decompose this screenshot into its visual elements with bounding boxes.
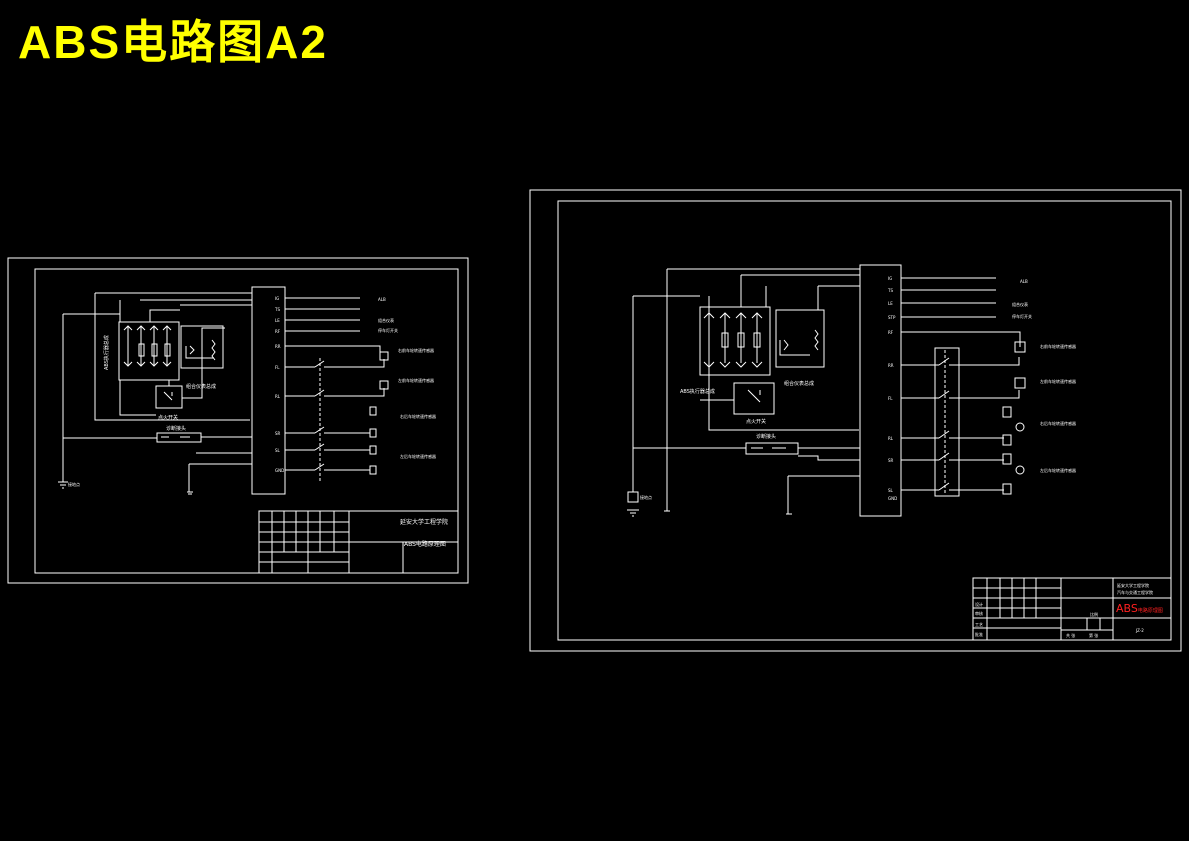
right-label-rr: 右后车轮转速传感器: [1040, 420, 1076, 426]
left-label-rr: 右后车轮转速传感器: [400, 413, 436, 419]
ecu-pin-label: GND: [888, 496, 897, 501]
ecu-pin-label: SR: [888, 458, 894, 463]
left-label-rf: 右前车轮转速传感器: [398, 347, 434, 353]
right-relay-switches: [934, 347, 1020, 497]
ecu-pin-label: RL: [275, 394, 281, 399]
right-tb-design: 设计: [975, 601, 983, 607]
left-ignition-switch: [163, 391, 173, 401]
left-outer-frame: [7, 257, 469, 584]
ecu-pin-label: LE: [275, 318, 280, 323]
ecu-pin-label: SR: [275, 431, 281, 436]
left-label-lr: 左后车轮转速传感器: [400, 453, 436, 459]
ecu-pin-label: TS: [887, 288, 893, 293]
left-sheet: IG TS LE RF RR FL RL SR SL GND ABS执行器总成 组合仪表总成 点火…: [7, 257, 469, 584]
left-ground-label: 接地点: [68, 481, 80, 487]
right-tb-total: 共 张: [1066, 632, 1075, 638]
left-title-block: [258, 510, 459, 574]
ecu-pin-label: TS: [274, 307, 280, 312]
right-tb-process: 工艺: [975, 622, 983, 627]
right-tb-sheet: 第 张: [1089, 632, 1098, 638]
right-school-name-2: 汽车与交通工程学院: [1117, 589, 1153, 595]
right-ecu-pins: IG TS LE STP RF RR FL RL SR SL GND: [887, 276, 897, 501]
left-actuator-label: ABS执行器总成: [103, 335, 110, 370]
right-label-meter: 组合仪表: [1012, 301, 1028, 307]
right-sensors: [1002, 341, 1026, 495]
right-meter-symbols: [779, 329, 819, 356]
right-label-alb: ALB: [1020, 279, 1028, 284]
right-label-lr: 左后车轮转速传感器: [1040, 467, 1076, 473]
ecu-pin-label: STP: [888, 315, 896, 320]
right-drawing-name: ABS电路原理图: [1116, 602, 1163, 615]
right-label-lf: 左前车轮转速传感器: [1040, 378, 1076, 384]
right-label-stop: 停车灯开关: [1012, 313, 1032, 319]
right-ground-label: 接地点: [640, 494, 652, 500]
ecu-pin-label: FL: [275, 365, 280, 370]
right-actuator-box: [699, 306, 771, 376]
right-sheet: IG TS LE STP RF RR FL RL SR SL GND ABS执行器总成 组合仪表总成…: [529, 189, 1182, 652]
right-ignition-box: [733, 382, 775, 415]
ecu-pin-label: IG: [888, 276, 892, 281]
left-inner-frame: [34, 268, 459, 574]
left-grounds: [58, 481, 193, 495]
left-label-stop: 停车灯开关: [378, 327, 398, 333]
ecu-pin-label: RR: [888, 363, 894, 368]
right-title-block: [972, 577, 1172, 641]
right-inner-frame: [557, 200, 1172, 641]
right-actuator-label: ABS执行器总成: [680, 388, 715, 395]
left-sensors: [369, 351, 389, 475]
right-ecu-block: [859, 264, 902, 517]
right-tb-scale: 比例: [1090, 611, 1098, 617]
right-school-name: 延安大学工程学院: [1117, 582, 1149, 588]
right-tb-approve: 批准: [975, 631, 983, 637]
left-ecu-pins: IG TS LE RF RR FL RL SR SL GND: [274, 296, 284, 473]
ecu-pin-label: RL: [888, 436, 894, 441]
ecu-pin-label: LE: [888, 301, 893, 306]
left-meter-symbols: [185, 339, 216, 361]
ecu-pin-label: SL: [888, 488, 894, 493]
ecu-pin-label: RR: [275, 344, 281, 349]
left-ignition-label: 点火开关: [158, 414, 178, 421]
right-ignition-switch: [747, 389, 761, 403]
left-label-meter: 组合仪表: [378, 317, 394, 323]
left-actuator-box: [118, 321, 180, 381]
ecu-pin-label: GND: [275, 468, 284, 473]
ecu-pin-label: IG: [275, 296, 279, 301]
left-meter-label: 组合仪表总成: [186, 383, 216, 390]
left-diag-label: 诊断接头: [166, 425, 186, 432]
ecu-pin-label: RF: [275, 329, 281, 334]
right-outer-frame: [529, 189, 1182, 652]
right-meter-label: 组合仪表总成: [784, 380, 814, 387]
left-relay-switches: [314, 358, 385, 482]
right-diag-label: 诊断接头: [756, 433, 776, 440]
left-ecu-block: [251, 286, 286, 495]
left-wiring: [62, 292, 381, 492]
ecu-pin-label: SL: [275, 448, 281, 453]
ecu-pin-label: FL: [888, 396, 893, 401]
right-ground-symbols: [627, 491, 792, 517]
left-school-name: 延安大学工程学院: [400, 518, 448, 526]
right-drawing-no: JZ-2: [1135, 628, 1144, 633]
right-tb-review: 审核: [975, 610, 983, 616]
ecu-pin-label: RF: [888, 330, 894, 335]
left-actuator-symbols: [123, 325, 172, 367]
left-drawing-name: ABS电路原理图: [404, 540, 446, 548]
right-wiring: [632, 268, 1021, 514]
drawing-title: ABS电路图A2: [18, 16, 328, 68]
right-label-rf: 右前车轮转速传感器: [1040, 343, 1076, 349]
left-label-lf: 左前车轮转速传感器: [398, 377, 434, 383]
right-meter-box: [775, 309, 825, 368]
left-label-alb: ALB: [378, 297, 386, 302]
right-ignition-label: 点火开关: [746, 418, 766, 425]
right-actuator-symbols: [703, 312, 763, 368]
